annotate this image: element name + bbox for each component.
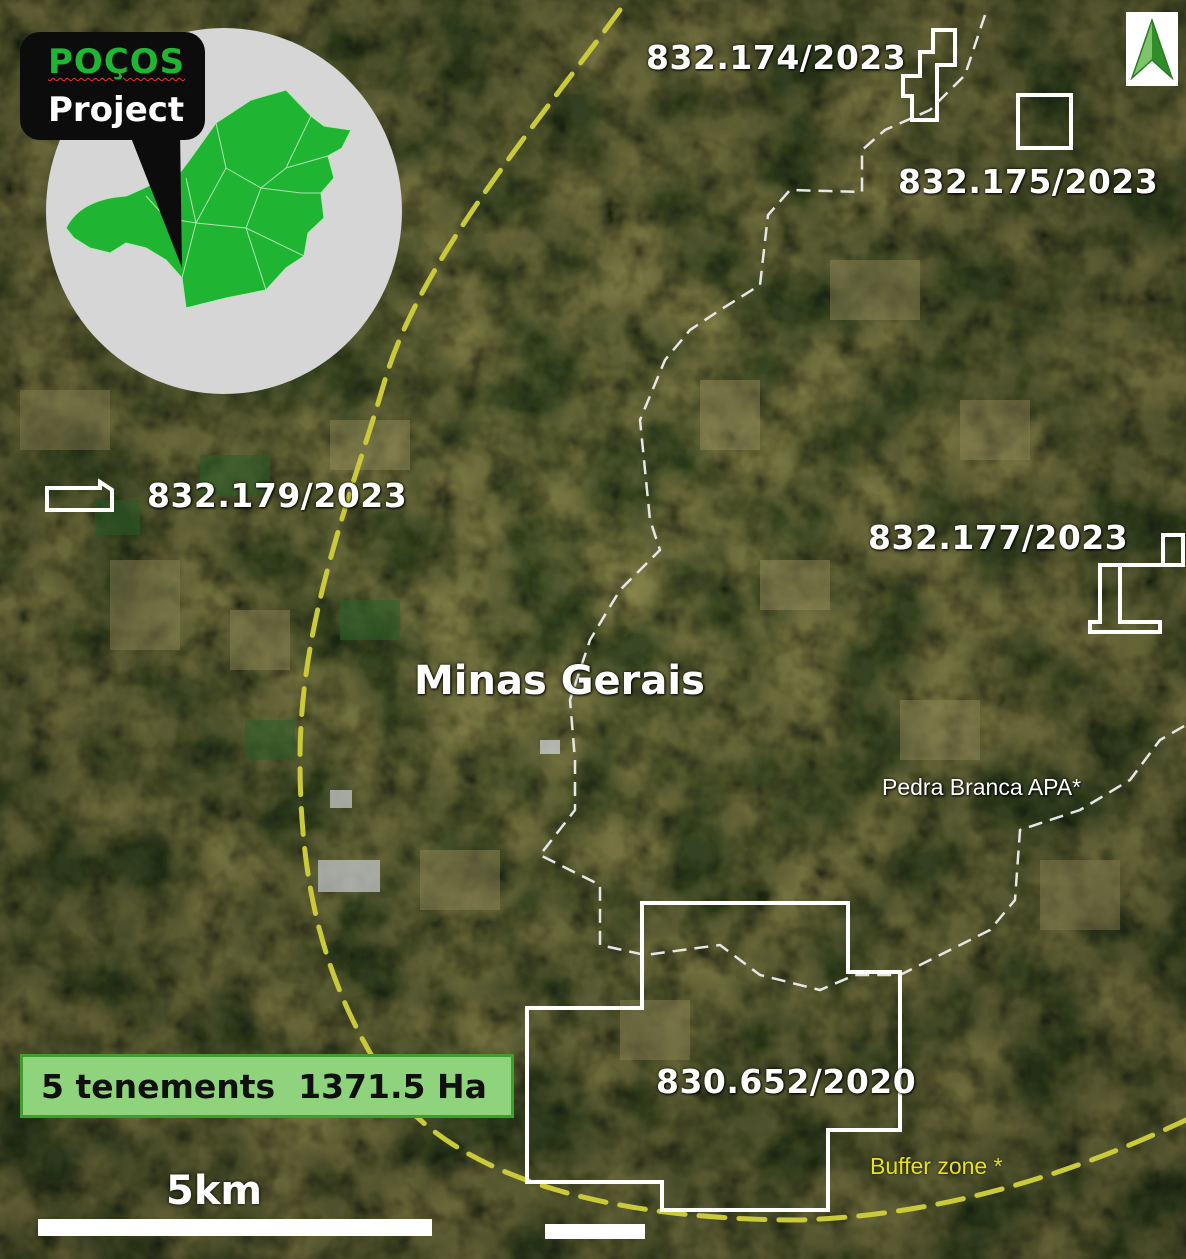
apa-label: Pedra Branca APA* [882, 774, 1082, 800]
scale-bar [38, 1219, 432, 1236]
inset-locator-map [46, 28, 402, 394]
project-name: POÇOS [48, 42, 186, 82]
project-word: Project [48, 90, 185, 130]
buffer-zone-boundary [297, 7, 1186, 1223]
scale-bar-label: 5km [166, 1168, 263, 1214]
tenement-outline-832-179[interactable] [45, 478, 114, 512]
tenement-outline-832-174[interactable] [901, 28, 957, 122]
callout-pointer [128, 130, 182, 268]
apa-boundary [538, 14, 1186, 992]
inset-state-shape [65, 89, 352, 309]
tenement-summary-text: 5 tenements 1371.5 Ha [41, 1067, 487, 1106]
tenement-summary-box: 5 tenements 1371.5 Ha [20, 1054, 514, 1118]
north-arrow-icon [1126, 12, 1178, 86]
tenement-label-832-177: 832.177/2023 [868, 518, 1129, 557]
region-label: Minas Gerais [414, 658, 705, 704]
tenement-label-830-652: 830.652/2020 [656, 1062, 917, 1101]
tenement-label-832-179: 832.179/2023 [147, 476, 408, 515]
scale-bar-segment [545, 1224, 645, 1239]
project-callout [20, 32, 205, 140]
buffer-zone-label: Buffer zone * [870, 1153, 1003, 1179]
tenement-outline-832-175[interactable] [1016, 93, 1073, 150]
tenement-outline-830-652[interactable] [525, 901, 902, 1212]
tenement-label-832-175: 832.175/2023 [898, 162, 1159, 201]
tenement-label-832-174: 832.174/2023 [646, 38, 907, 77]
tenement-outline-832-177[interactable] [1088, 533, 1185, 634]
